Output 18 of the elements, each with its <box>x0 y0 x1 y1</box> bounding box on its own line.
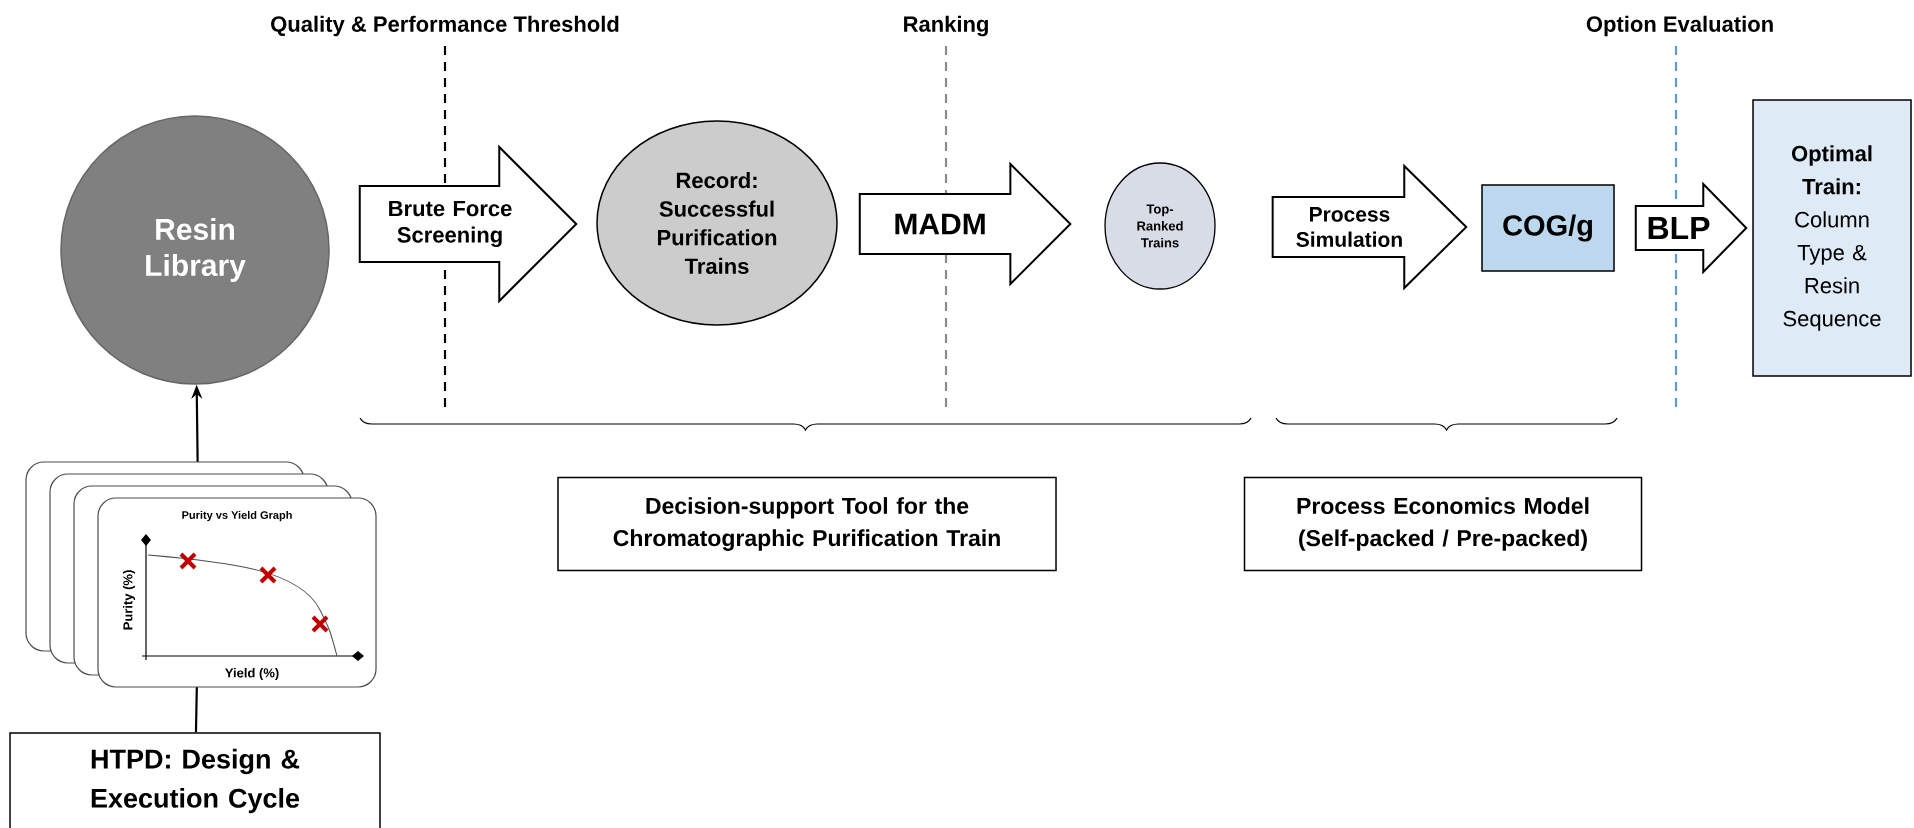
connector-line <box>194 687 198 733</box>
block-arrow <box>1634 181 1748 275</box>
model-box: Process Economics Model (Self-packed / Pre-packed) <box>1243 476 1643 572</box>
block-arrow <box>358 144 578 304</box>
stage-heading: Quality & Performance Threshold <box>271 15 619 37</box>
cycle-box: HTPD: Design & Execution Cycle <box>9 732 381 828</box>
stage-heading: Ranking <box>904 15 988 37</box>
result-box: COG/g <box>1481 184 1615 272</box>
arrow-label: Brute Force Screening <box>389 200 512 248</box>
block-arrow <box>1271 163 1468 291</box>
arrow-label: Process Simulation <box>1296 207 1402 247</box>
model-box: Decision-support Tool for the Chromatographic Purification Train <box>557 476 1057 572</box>
stage-heading: Option Evaluation <box>1586 15 1773 37</box>
result-box: Optimal Train: Column Type & Resin Sequence <box>1752 99 1912 377</box>
arrow-label: BLP <box>1648 217 1710 239</box>
axis-label: Yield (%) <box>225 667 279 681</box>
block-arrow <box>858 161 1072 287</box>
arrow-label: MADM <box>895 213 985 235</box>
